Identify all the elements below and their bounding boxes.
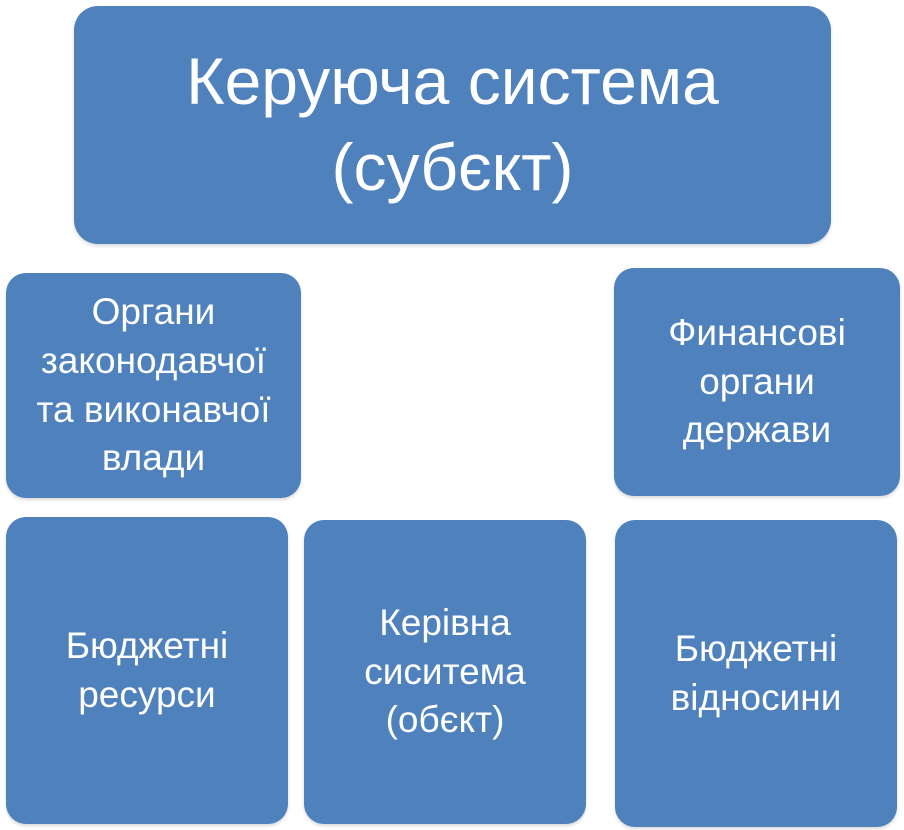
legislative-bodies-label: Органи законодавчої та виконавчої влади: [36, 290, 271, 479]
financial-bodies-label: Финансові органи держави: [668, 311, 846, 451]
control-system-box: Керуюча система (субєкт): [74, 6, 831, 244]
legislative-bodies-box: Органи законодавчої та виконавчої влади: [6, 273, 301, 498]
budget-relations-box: Бюджетні відносини: [615, 520, 897, 827]
financial-bodies-box: Финансові органи держави: [614, 268, 900, 496]
managed-system-box: Керівна сиситема (обєкт): [304, 520, 586, 824]
budget-resources-label: Бюджетні ресурси: [65, 624, 229, 715]
budget-relations-label: Бюджетні відносини: [670, 627, 842, 718]
control-system-label: Керуюча система (субєкт): [186, 44, 719, 204]
budget-resources-box: Бюджетні ресурси: [6, 517, 288, 824]
managed-system-label: Керівна сиситема (обєкт): [364, 601, 526, 741]
